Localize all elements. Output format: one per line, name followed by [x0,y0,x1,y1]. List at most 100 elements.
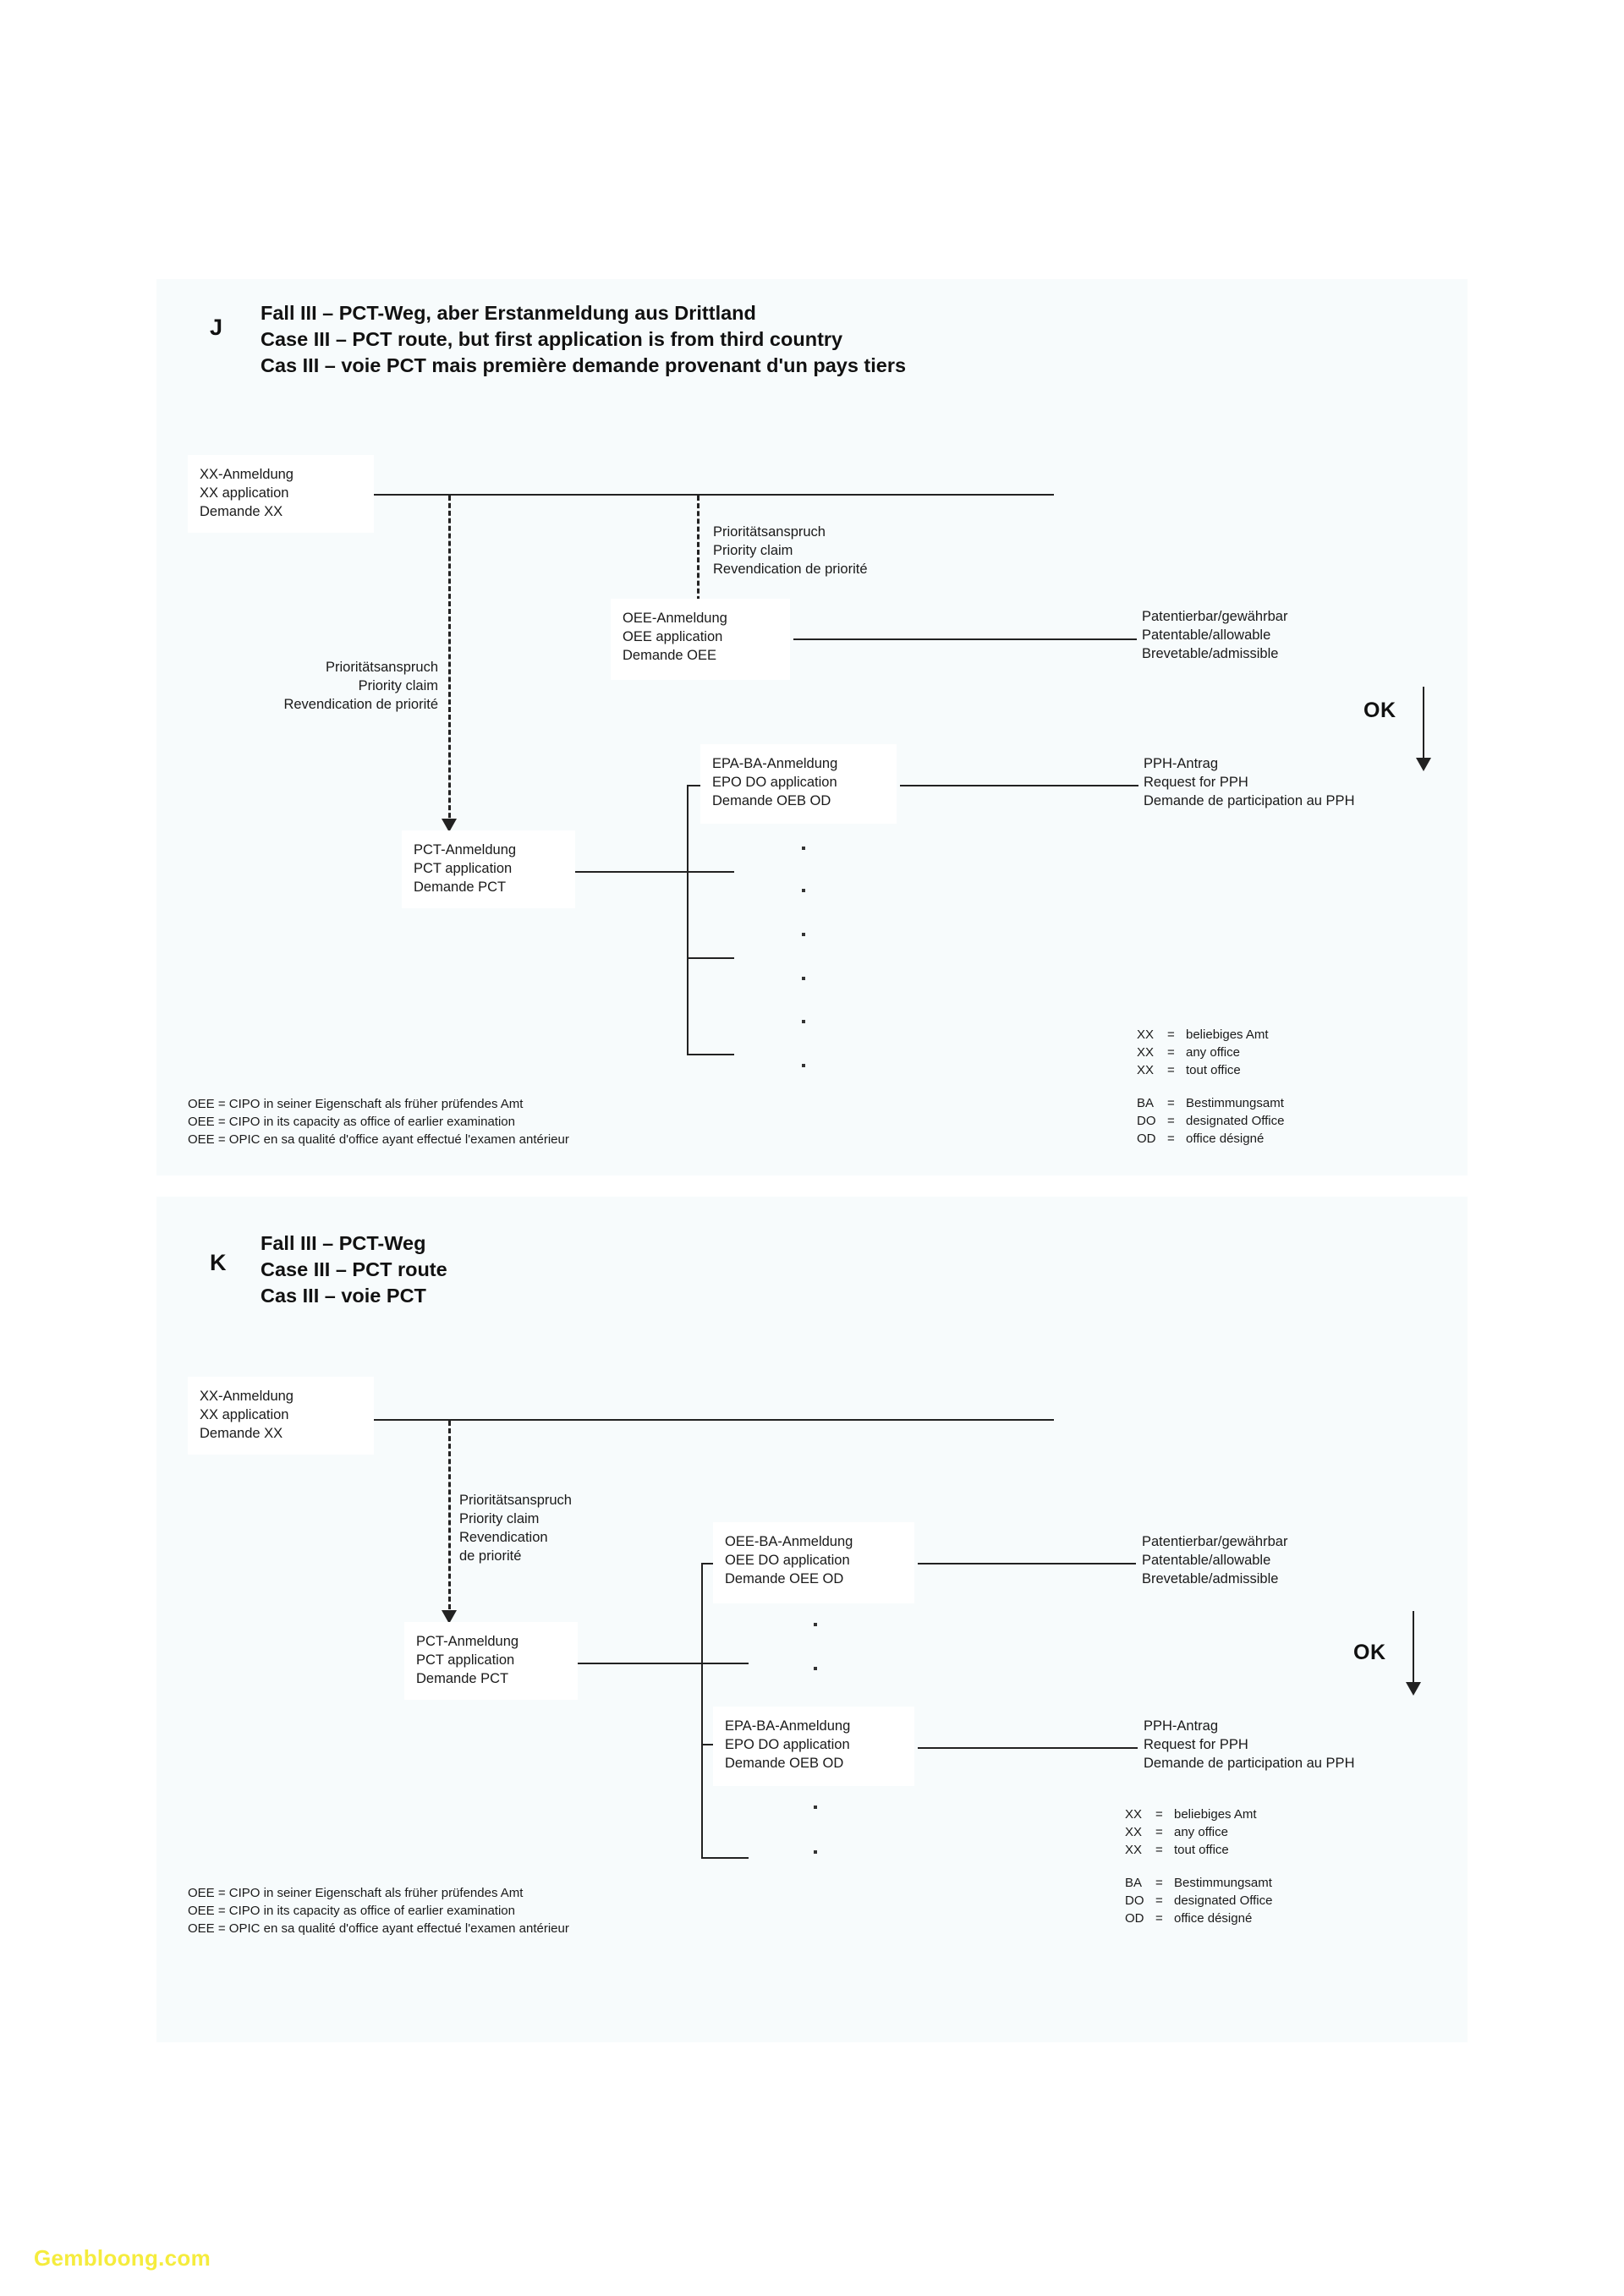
legend-row: BA=Bestimmungsamt [1137,1094,1284,1112]
legend-oee-fr: OEE = OPIC en sa qualité d'office ayant … [188,1921,569,1936]
box-line-fr: Demande PCT [414,879,507,895]
priority-line-fr2: de priorité [459,1548,522,1564]
legend-row: XX=tout office [1137,1061,1284,1079]
legend-row: OD=office désigné [1125,1910,1272,1927]
priority-line-en: Priority claim [358,678,438,693]
legend-value: beliebiges Amt [1174,1807,1257,1822]
legend-codes-k: XX=beliebiges Amt XX = any office XX = tout … [1125,1806,1272,1927]
bracket-spine-j [687,785,689,1055]
priority-line-de: Prioritätsanspruch [459,1493,572,1508]
legend-key: XX [1137,1045,1155,1060]
dot [814,1623,817,1626]
legend-key: XX [1137,1027,1155,1042]
legend-key: DO [1125,1893,1144,1908]
box-line-de: EPA-BA-Anmeldung [725,1718,851,1734]
case-title-k-fr: Cas III – voie PCT [261,1285,426,1307]
legend-value: tout office [1174,1843,1229,1857]
legend-key: BA [1137,1096,1155,1110]
legend-value: office désigné [1174,1911,1253,1926]
legend-eq: = [1155,1843,1163,1857]
case-title-k: Fall III – PCT-Weg Case III – PCT route … [261,1230,447,1309]
case-title-j-fr: Cas III – voie PCT mais première demande… [261,354,907,376]
box-line-de: XX-Anmeldung [200,1389,294,1404]
legend-key: OD [1137,1132,1156,1146]
pph-line-en: Request for PPH [1144,775,1248,790]
box-line-de: PCT-Anmeldung [414,842,517,858]
bracket-stub-4-k [701,1857,749,1859]
box-oee-application-j: OEE-Anmeldung OEE application Demande OE… [611,599,790,680]
legend-eq: = [1167,1027,1175,1042]
legend-eq: = [1155,1876,1163,1890]
ok-arrow-shaft-j [1423,687,1424,764]
dot [802,933,805,936]
box-line-de: OEE-BA-Anmeldung [725,1534,853,1549]
dot [814,1667,817,1670]
box-epo-do-application-j: EPA-BA-Anmeldung EPO DO application Dema… [700,744,897,824]
patentable-line-fr: Brevetable/admissible [1142,1571,1279,1586]
box-line-fr: Demande OEB OD [725,1756,844,1771]
case-title-j: Fall III – PCT-Weg, aber Erstanmeldung a… [261,300,906,379]
box-line-en: OEE application [623,629,723,644]
legend-key: XX [1125,1825,1143,1839]
box-line-de: EPA-BA-Anmeldung [712,756,838,771]
ok-arrow-shaft-k [1413,1611,1414,1689]
priority-claim-left-j: Prioritätsanspruch Priority claim Revend… [235,658,438,714]
box-line-de: PCT-Anmeldung [416,1634,519,1649]
legend-key: DO [1137,1114,1156,1128]
box-line-fr: Demande OEB OD [712,793,831,808]
patentable-label-j: Patentierbar/gewährbar Patentable/allowa… [1142,607,1287,663]
dashed-connector-pct-j [448,496,451,825]
legend-codes-j: XX = beliebiges Amt XX=any office XX=tout … [1137,1026,1284,1148]
box-pct-application-j: PCT-Anmeldung PCT application Demande PC… [402,830,575,908]
legend-oee-k: OEE = CIPO in seiner Eigenschaft als frü… [188,1884,569,1937]
arrowhead-pct-j [442,819,457,832]
panel-case-k [156,1197,1468,2042]
box-line-en: EPO DO application [725,1737,850,1752]
legend-row: OD=office désigné [1137,1130,1284,1148]
box-line-fr: Demande XX [200,1426,283,1441]
legend-eq: = [1155,1825,1163,1839]
arrowhead-pct-k [442,1610,457,1624]
legend-row: XX = tout office [1125,1841,1272,1859]
connector-oeedo-patentable-k [918,1563,1136,1564]
box-line-en: XX application [200,1407,289,1422]
box-line-en: PCT application [414,861,513,876]
box-line-en: XX application [200,485,289,501]
ok-arrow-head-j [1416,758,1431,771]
connector-pct-bracket-j [575,871,689,873]
box-xx-application-j: XX-Anmeldung XX application Demande XX [188,455,374,533]
dashed-connector-oee-j [697,496,700,609]
pph-line-de: PPH-Antrag [1144,1718,1219,1734]
legend-oee-en: OEE = CIPO in its capacity as office of … [188,1904,515,1918]
legend-row: BA=Bestimmungsamt [1125,1874,1272,1892]
case-letter-j: J [210,315,223,340]
legend-value: any office [1174,1825,1228,1839]
legend-key: BA [1125,1876,1143,1890]
bracket-stub-3-j [687,957,734,959]
legend-value: beliebiges Amt [1186,1027,1269,1042]
legend-eq: = [1167,1114,1175,1128]
legend-value: designated Office [1174,1893,1273,1908]
box-xx-application-k: XX-Anmeldung XX application Demande XX [188,1377,374,1455]
connector-oee-patentable-j [793,638,1137,640]
case-title-j-de: Fall III – PCT-Weg, aber Erstanmeldung a… [261,302,756,324]
box-line-fr: Demande XX [200,504,283,519]
legend-row: XX=any office [1137,1044,1284,1061]
legend-spacer [1125,1859,1272,1874]
box-line-de: OEE-Anmeldung [623,611,727,626]
legend-spacer [1137,1079,1284,1094]
dot [802,977,805,980]
priority-line-fr1: Revendication [459,1530,548,1545]
box-line-en: PCT application [416,1652,515,1668]
legend-row: XX = any office [1125,1823,1272,1841]
bracket-spine-k [701,1563,703,1859]
bracket-stub-2-k [701,1663,749,1664]
legend-key: XX [1137,1063,1155,1077]
legend-value: office désigné [1186,1132,1265,1146]
dashed-connector-pct-k [448,1421,451,1617]
legend-row: XX = beliebiges Amt [1137,1026,1284,1044]
legend-value: Bestimmungsamt [1186,1096,1284,1110]
legend-row: XX=beliebiges Amt [1125,1806,1272,1823]
legend-key: XX [1125,1843,1143,1857]
patentable-line-fr: Brevetable/admissible [1142,646,1279,661]
